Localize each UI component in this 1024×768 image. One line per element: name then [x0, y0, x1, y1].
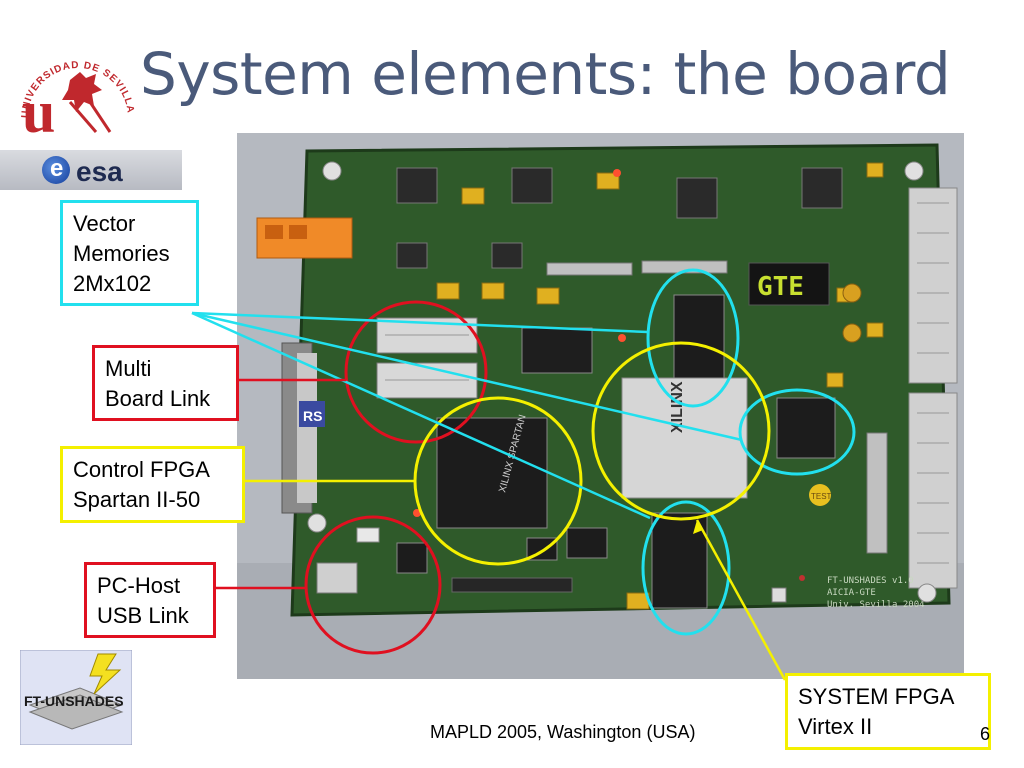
middle-chip — [521, 327, 593, 374]
callout-multi-board-line-1: Multi — [105, 356, 152, 381]
callout-control-fpga-line-1: Control FPGA — [73, 457, 210, 482]
callout-multi-board-line-2: Board Link — [105, 386, 211, 411]
vector-memory-chip-2 — [776, 397, 836, 459]
svg-text:RS: RS — [303, 408, 322, 424]
esa-globe-icon — [42, 156, 70, 184]
callout-vector-memories: Vector Memories 2Mx102 — [60, 200, 199, 306]
led-display-text: GTE — [757, 272, 804, 302]
callout-pc-host-line-1: PC-Host — [97, 573, 181, 598]
esa-logo-text: esa — [76, 156, 123, 187]
ft-unshades-text: FT-UNSHADES — [24, 693, 124, 709]
callout-system-fpga-line-2: Virtex II — [798, 714, 873, 739]
vector-memory-chip-3 — [651, 512, 708, 609]
callout-vector-memories-line-3: 2Mx102 — [73, 271, 152, 296]
reset-button — [771, 587, 787, 603]
callout-control-fpga: Control FPGA Spartan II-50 — [60, 446, 245, 523]
callout-vector-memories-line-1: Vector — [73, 211, 136, 236]
led-display — [748, 262, 830, 306]
virtex-brand: XILINX — [669, 381, 686, 433]
board-silkscreen: FT-UNSHADES v1.0 AICIA-GTE Univ. Sevilla… — [827, 576, 925, 610]
ft-unshades-logo: FT-UNSHADES — [20, 650, 132, 745]
board-photo: RS GTE — [237, 133, 964, 679]
callout-multi-board-link: Multi Board Link — [92, 345, 239, 421]
spartan-fpga-chip — [436, 417, 548, 529]
slide-footer: MAPLD 2005, Washington (USA) — [430, 722, 696, 742]
page-number: 6 — [980, 724, 991, 744]
edge-connector-bottom — [908, 392, 958, 589]
callout-vector-memories-line-2: Memories — [73, 241, 170, 266]
griffin-icon — [62, 72, 112, 133]
slide-title: System elements: the board — [140, 40, 951, 108]
callout-control-fpga-line-2: Spartan II-50 — [73, 487, 201, 512]
university-logo: UNIVERSIDAD DE SEVILLA u — [20, 60, 135, 145]
lightning-icon — [89, 653, 122, 695]
test-label: TEST — [811, 492, 832, 501]
edge-connector-top — [908, 187, 958, 384]
esa-logo-bar: e esa — [0, 150, 182, 190]
usb-connector — [316, 562, 358, 594]
callout-system-fpga-line-1: SYSTEM FPGA — [798, 684, 955, 709]
callout-pc-host-usb: PC-Host USB Link — [84, 562, 216, 638]
university-letter: u — [22, 79, 55, 145]
callout-system-fpga: SYSTEM FPGA Virtex II — [785, 673, 991, 750]
callout-pc-host-line-2: USB Link — [97, 603, 189, 628]
